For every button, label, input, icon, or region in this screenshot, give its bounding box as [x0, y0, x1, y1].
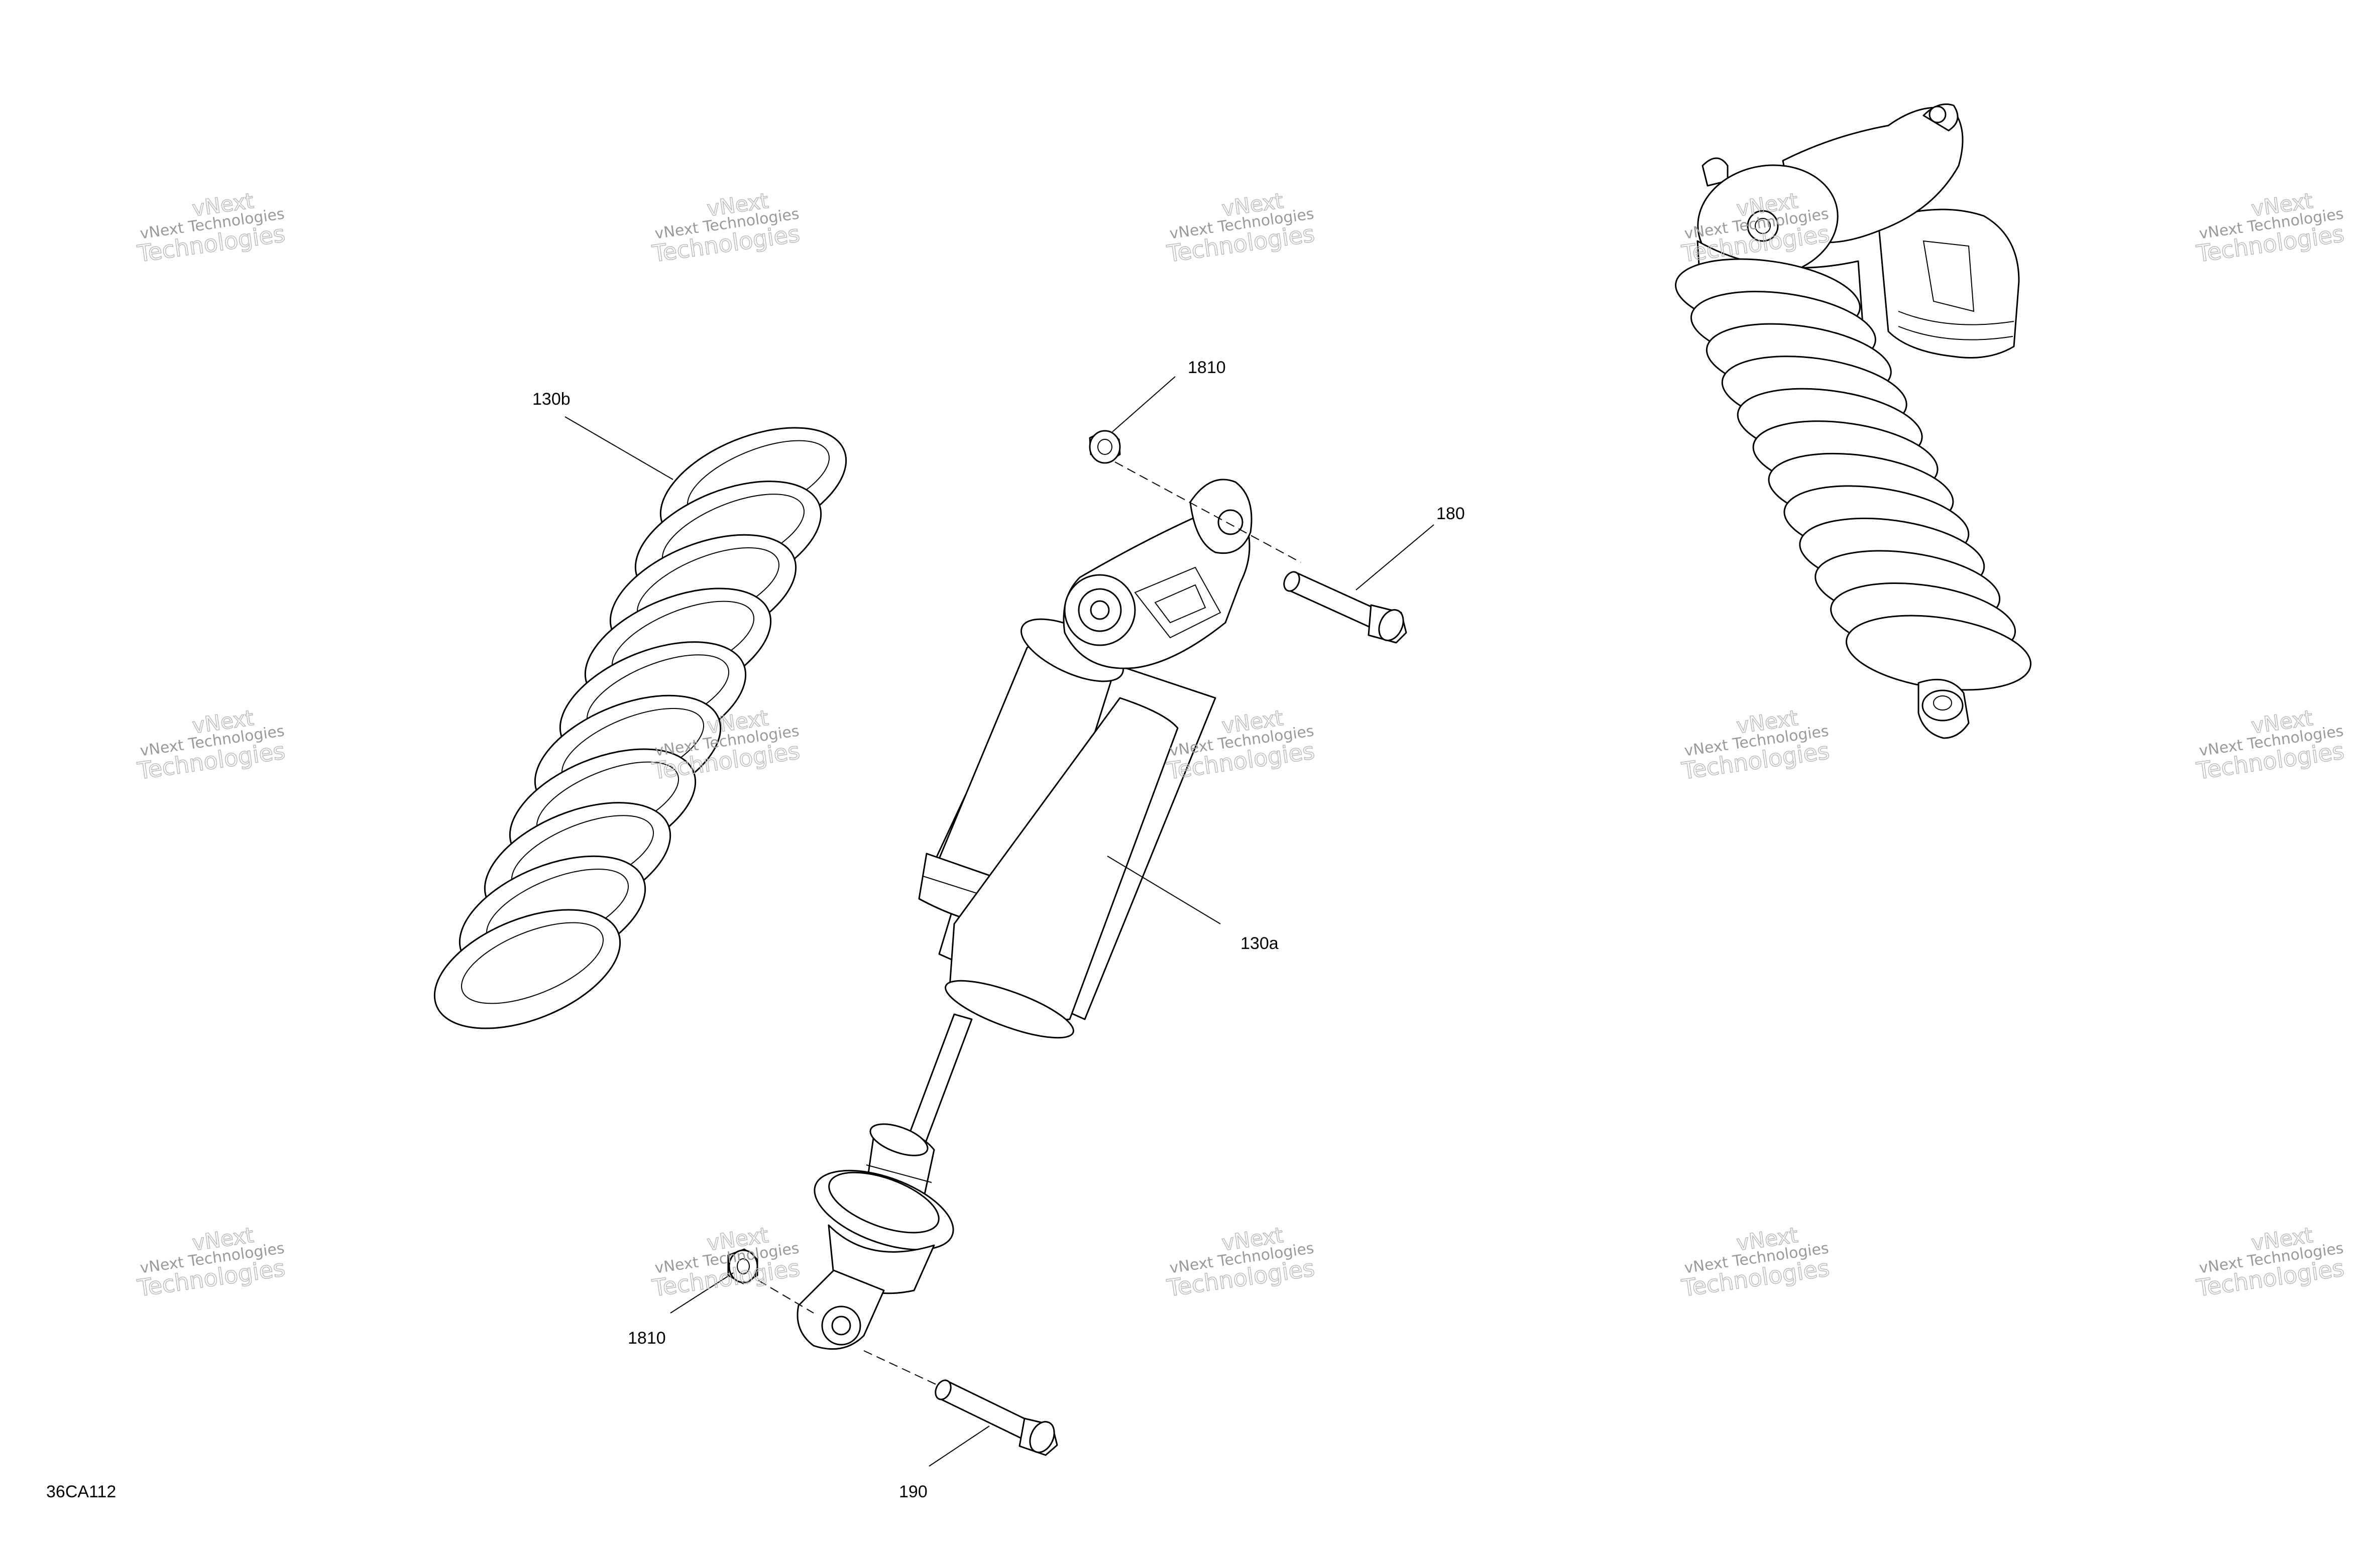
shock-absorber — [797, 479, 1253, 1350]
callout-190: 190 — [899, 1482, 928, 1501]
assembled-shock-view — [1675, 103, 2031, 739]
drawing-code: 36CA112 — [46, 1482, 116, 1501]
coil-spring — [433, 427, 847, 1029]
callout-labels: 130b 1810 180 130a 1810 190 36CA112 — [46, 358, 1465, 1501]
top-flange-nut — [1089, 430, 1121, 464]
assembly-axis-lines — [758, 461, 1301, 1386]
leader-lines — [564, 376, 1434, 1467]
bottom-bolt — [935, 1379, 1058, 1456]
callout-1810-top: 1810 — [1188, 358, 1226, 377]
spring-coil-inner — [461, 922, 604, 1004]
callout-130b: 130b — [532, 390, 571, 409]
spring-coil — [433, 909, 621, 1029]
callout-180: 180 — [1436, 504, 1465, 523]
callout-1810-bottom: 1810 — [628, 1329, 666, 1348]
bottom-flange-nut — [727, 1248, 758, 1284]
callout-130a: 130a — [1240, 934, 1279, 953]
top-bolt — [1283, 571, 1407, 644]
